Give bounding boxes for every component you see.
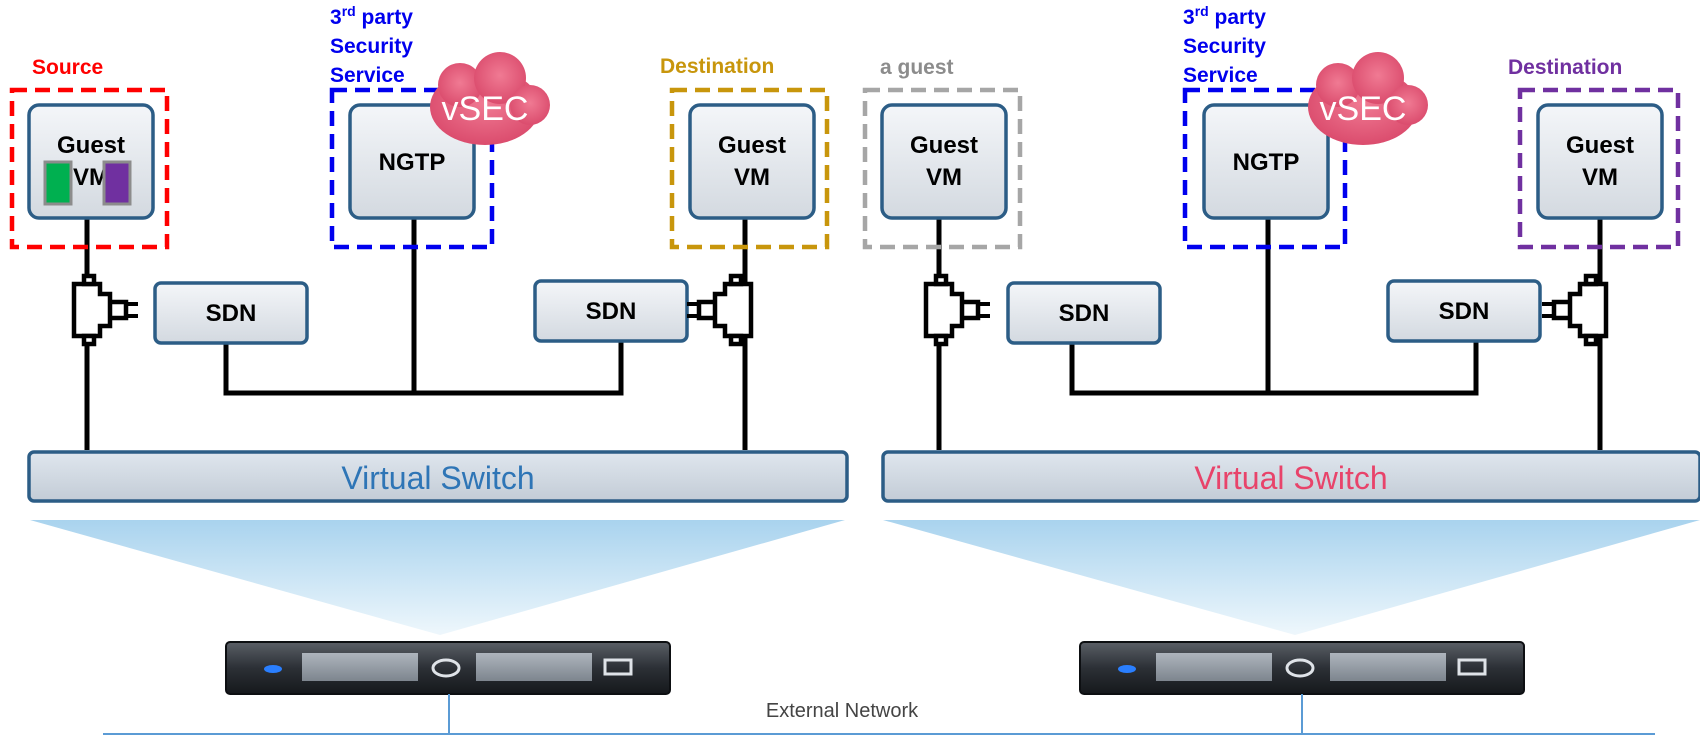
left-half: Source 3rd party Security Service Destin… [9,3,849,734]
guest-vm-box[interactable] [880,103,1008,220]
external-network-label: External Network [766,700,919,722]
left-beam [30,520,845,635]
security-zone-right [1182,87,1348,250]
destination-vm-box-right[interactable] [1536,103,1664,220]
ngtp-box-left[interactable] [348,103,476,220]
vsec-label-right: vSEC [1320,90,1407,128]
server-right [1079,641,1525,695]
destination-label-right: Destination [1508,56,1622,79]
guest-label: a guest [880,56,954,79]
right-half: a guest 3rd party Security Service Desti… [862,3,1700,734]
destination-vm-box-left[interactable] [688,103,816,220]
source-zone [9,87,170,250]
sdn-label-right-1: SDN [1059,300,1110,327]
tap-connector-left-1 [74,276,138,344]
destination-vm-line1-right: Guest [1566,132,1634,159]
sdn-box-left-2[interactable] [533,279,689,343]
sdn-box-left-1[interactable] [153,281,309,345]
guest-vm-line1: Guest [910,132,978,159]
sdn-box-right-1[interactable] [1006,281,1162,345]
green-block [43,160,73,206]
security-label-left: 3rd party Security Service [330,3,419,87]
virtual-switch-left[interactable] [27,450,849,503]
tap-connector-right-2 [1542,276,1606,344]
ngtp-label-right: NGTP [1233,149,1300,176]
right-beam [883,520,1700,635]
ngtp-box-right[interactable] [1202,103,1330,220]
virtual-switch-right[interactable] [881,450,1700,503]
destination-zone-left [669,87,830,250]
source-vm-line1: Guest [57,132,125,159]
tap-connector-right-1 [926,276,990,344]
server-left [225,641,671,695]
vsec-cloud-left: vSEC [430,52,550,145]
purple-block [102,160,132,206]
destination-zone-right [1517,87,1681,250]
sdn-box-right-2[interactable] [1386,279,1542,343]
virtual-switch-label-left: Virtual Switch [341,460,534,496]
source-label: Source [32,56,103,79]
sdn-label-left-1: SDN [206,300,257,327]
ngtp-label-left: NGTP [379,149,446,176]
sdn-label-right-2: SDN [1439,298,1490,325]
destination-vm-line2-right: VM [1582,164,1618,191]
tap-connector-left-2 [687,276,751,344]
guest-vm-line2: VM [926,164,962,191]
destination-vm-line2-left: VM [734,164,770,191]
vsec-cloud-right: vSEC [1308,52,1428,145]
virtual-switch-label-right: Virtual Switch [1194,460,1387,496]
security-label-right: 3rd party Security Service [1183,3,1272,87]
vsec-label-left: vSEC [442,90,529,128]
guest-zone [862,87,1023,250]
destination-label-left: Destination [660,55,774,78]
destination-vm-line1-left: Guest [718,132,786,159]
sdn-label-left-2: SDN [586,298,637,325]
security-zone-left [329,87,495,250]
